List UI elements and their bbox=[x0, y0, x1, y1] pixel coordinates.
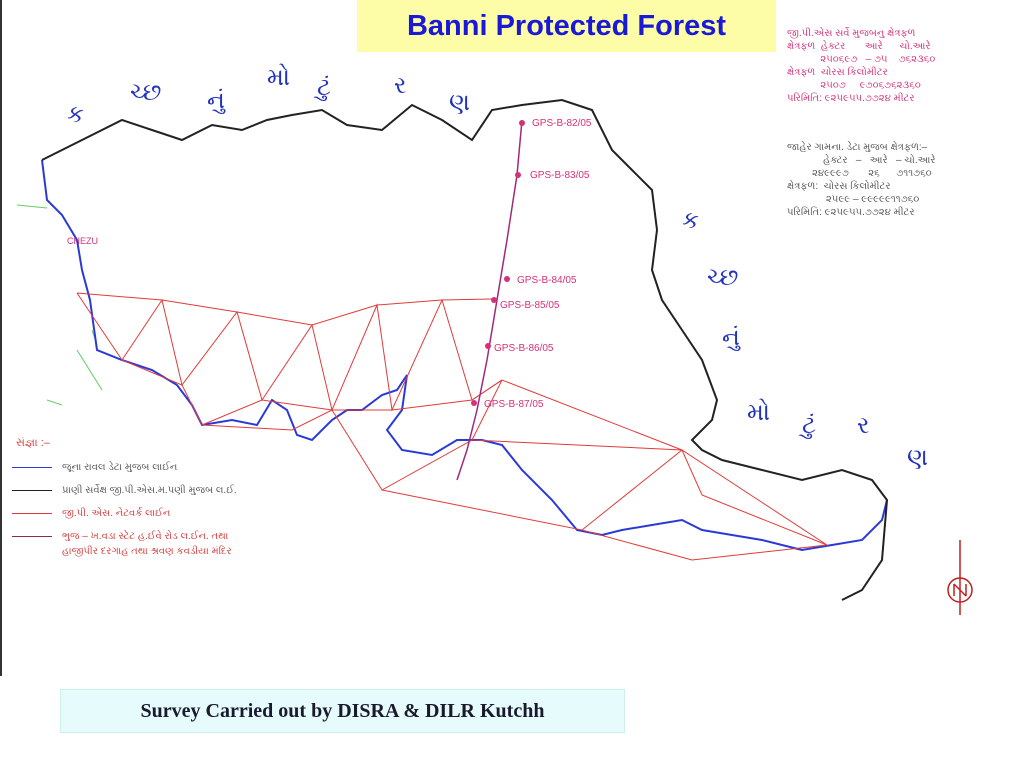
map-letter-top-7: ણ bbox=[449, 88, 470, 116]
legend-swatch-red bbox=[12, 512, 52, 514]
legend-text-4: ભુજ – ખ.વડા સ્ટેટ હ.ઈવે રોડ લ.ઈન. તથા bbox=[62, 530, 229, 542]
map-letter-top-3: નું bbox=[207, 86, 226, 114]
place-label: CHEZU bbox=[67, 236, 98, 246]
map-frame: GPS-B-82/05 GPS-B-83/05 GPS-B-84/05 GPS-… bbox=[0, 0, 1024, 676]
legend-text-1: જૂના રાવલ ડેટા મુજબ લાઈન bbox=[62, 461, 178, 473]
gps-point-markers bbox=[471, 120, 525, 406]
legend-item-4: ભુજ – ખ.વડા સ્ટેટ હ.ઈવે રોડ લ.ઈન. તથા bbox=[12, 528, 228, 544]
highway-road-line bbox=[456, 119, 523, 481]
legend-swatch-blue bbox=[12, 466, 52, 468]
old-boundary-line bbox=[41, 159, 888, 552]
legend-item-3: જી.પી. એસ. નેટવર્ક લાઈન bbox=[12, 505, 170, 521]
legend-text-3: જી.પી. એસ. નેટવર્ક લાઈન bbox=[62, 507, 171, 519]
north-arrow-icon bbox=[947, 540, 973, 615]
legend-swatch-magenta bbox=[12, 535, 52, 537]
map-letter-side-2: ચ્છ bbox=[707, 263, 738, 291]
map-letter-top-4: મો bbox=[267, 63, 290, 91]
legend-item-1: જૂના રાવલ ડેટા મુજબ લાઈન bbox=[12, 459, 177, 475]
gps-label-82: GPS-B-82/05 bbox=[532, 118, 592, 129]
boundary-map[interactable]: GPS-B-82/05 GPS-B-83/05 GPS-B-84/05 GPS-… bbox=[2, 0, 1024, 676]
legend-item-2: પ્રાણી સર્વેક્ષ જી.પી.એસ.મ.પણી મુજબ લ.ઈ. bbox=[12, 482, 237, 498]
gps-label-85: GPS-B-85/05 bbox=[500, 300, 560, 311]
legend-heading: સંજ્ઞા :– bbox=[16, 437, 50, 449]
survey-boundary-line bbox=[41, 98, 889, 601]
green-boundary-ticks bbox=[16, 204, 103, 406]
legend-swatch-black bbox=[12, 489, 52, 491]
gps-label-84: GPS-B-84/05 bbox=[517, 275, 577, 286]
map-letter-top-1: ક bbox=[67, 100, 84, 128]
map-letter-top-5: ટું bbox=[313, 73, 331, 101]
gps-area-info: જી.પી.એસ સર્વે મુજબનુ ક્ષેત્રફળ ક્ષેત્રફ… bbox=[787, 28, 936, 104]
map-letter-side-7: ણ bbox=[907, 443, 928, 471]
map-letter-top-6: ર bbox=[394, 71, 406, 99]
map-letter-side-3: નું bbox=[722, 323, 741, 351]
village-area-info: જાહેર ગામના. ડેટા મુજબ ક્ષેત્રફળ:– હેક્ટ… bbox=[787, 142, 936, 218]
survey-caption: Survey Carried out by DISRA & DILR Kutch… bbox=[60, 689, 625, 733]
map-letter-top-2: ચ્છ bbox=[130, 78, 161, 106]
legend-text-2: પ્રાણી સર્વેક્ષ જી.પી.એસ.મ.પણી મુજબ લ.ઈ. bbox=[62, 484, 237, 496]
map-letter-side-4: મો bbox=[747, 398, 770, 426]
gps-label-87: GPS-B-87/05 bbox=[484, 399, 544, 410]
legend-text-5: હાજીપીર દરગાહ તથા શ્રવણ કવડીયા મંદિર bbox=[62, 545, 232, 557]
legend-item-5: હાજીપીર દરગાહ તથા શ્રવણ કવડીયા મંદિર bbox=[12, 543, 232, 559]
map-letter-side-6: ર bbox=[857, 411, 869, 439]
map-letter-side-5: ટું bbox=[798, 411, 816, 439]
gps-label-86: GPS-B-86/05 bbox=[494, 343, 554, 354]
map-letter-side-1: ક bbox=[682, 206, 699, 234]
gps-label-83: GPS-B-83/05 bbox=[530, 170, 590, 181]
gps-network-lines bbox=[76, 292, 829, 561]
page-title: Banni Protected Forest bbox=[357, 0, 776, 52]
